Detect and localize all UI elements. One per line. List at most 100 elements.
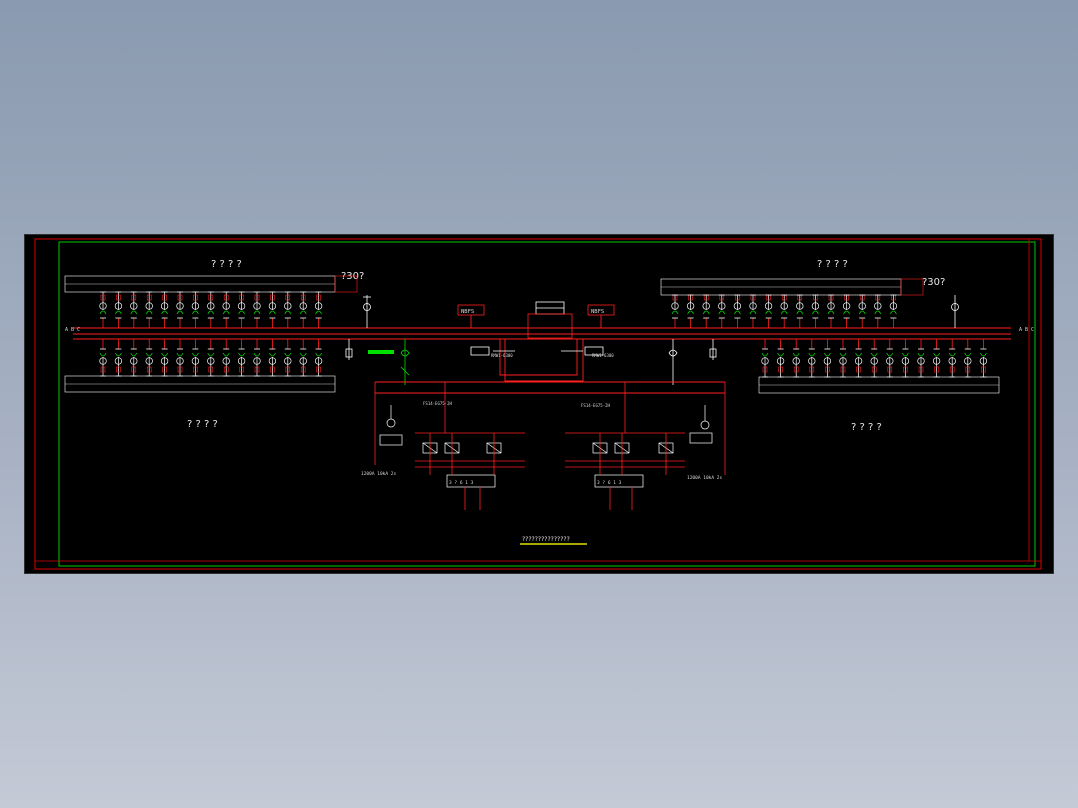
electrical-single-line-diagram: A B C A B C ? ? ? ? ?30? ? ? ? ? ? ? ? ?… (34, 238, 1042, 570)
feeder-unit (145, 291, 153, 328)
feeder-unit (932, 339, 941, 378)
feeder-unit (718, 294, 726, 328)
feeder-unit (842, 294, 851, 328)
feeder-unit (839, 339, 847, 378)
right-top-feeder-group (671, 294, 898, 328)
right-top-tag: ?30? (922, 277, 945, 288)
feeder-unit (114, 291, 123, 328)
feeder-unit (827, 294, 835, 328)
feeder-unit (176, 291, 184, 328)
feeder-unit (222, 291, 230, 328)
left-top-label-table (64, 275, 358, 293)
right-top-label-table (660, 278, 924, 296)
feeder-unit (780, 294, 788, 328)
feeder-unit (268, 339, 277, 377)
feeder-unit (776, 339, 785, 378)
feeder-unit (268, 291, 277, 328)
right-cable-label: FS14-EG75-2H (581, 403, 610, 408)
feeder-unit (176, 339, 184, 377)
left-top-title: ? ? ? ? (211, 259, 242, 270)
feeder-unit (145, 339, 153, 377)
feeder-unit (761, 339, 769, 378)
feeder-unit (253, 291, 261, 328)
feeder-unit (299, 291, 307, 328)
feeder-unit (874, 294, 882, 328)
nbfs-label-right: NBFS (591, 309, 604, 315)
feeder-unit (686, 294, 695, 328)
bus-label-right: A B C (1019, 327, 1034, 333)
right-lower-section: FS14-EG75-2H 3 ? 6 1 3 1200A 10kA 2s (444, 382, 726, 510)
feeder-unit (808, 339, 816, 378)
feeder-unit (671, 294, 679, 328)
outer-frame (34, 238, 1042, 570)
left-note: 1200A 10kA 2s (361, 471, 397, 477)
nbfs-label-left: NBFS (461, 309, 474, 315)
feeder-unit (99, 291, 107, 328)
feeder-unit (901, 339, 910, 378)
right-bottom-feeder-group (761, 339, 988, 378)
feeder-unit (160, 339, 169, 377)
feeder-unit (733, 294, 742, 328)
feeder-unit (702, 294, 710, 328)
feeder-unit (314, 291, 323, 328)
feeder-unit (237, 339, 246, 377)
main-busbars (73, 327, 1011, 340)
left-bottom-label-table (64, 375, 336, 393)
feeder-unit (191, 291, 200, 328)
feeder-unit (889, 294, 898, 328)
feeder-unit (792, 339, 800, 378)
right-breaker-label: RMW1-6300 (592, 353, 614, 358)
feeder-unit (796, 294, 804, 328)
right-bottom-title: ? ? ? ? (851, 422, 882, 433)
left-incomer (345, 295, 371, 360)
left-gen-label: 3 ? 6 1 3 (449, 480, 474, 486)
feeder-unit (160, 291, 169, 328)
left-bottom-feeder-group (99, 339, 323, 377)
feeder-unit (191, 339, 200, 377)
feeder-unit (253, 339, 261, 377)
left-breaker-label: RMW1-6300 (491, 353, 513, 358)
left-lower-section: FS14-EG75-2H 3 ? 6 1 3 1200A 10kA 2s (361, 382, 525, 510)
feeder-unit (314, 339, 323, 377)
feeder-unit (284, 339, 292, 377)
feeder-unit (207, 339, 215, 377)
feeder-unit (948, 339, 956, 378)
left-cable-label: FS14-EG75-2H (423, 401, 452, 406)
feeder-unit (854, 339, 863, 378)
center-controller (527, 301, 573, 339)
feeder-unit (870, 339, 878, 378)
left-tie-feeder (400, 339, 410, 385)
left-top-feeder-group (99, 291, 323, 328)
feeder-unit (99, 339, 107, 377)
right-gen-label: 3 ? 6 1 3 (597, 480, 622, 486)
feeder-unit (917, 339, 925, 378)
feeder-unit (858, 294, 866, 328)
drawing-title: ??????????????? (522, 536, 570, 543)
feeder-unit (114, 339, 123, 377)
feeder-unit (130, 339, 138, 377)
left-bottom-title: ? ? ? ? (187, 419, 218, 430)
feeder-unit (207, 291, 215, 328)
feeder-unit (749, 294, 757, 328)
drawing-frame (58, 241, 1036, 567)
feeder-unit (886, 339, 894, 378)
feeder-unit (299, 339, 307, 377)
feeder-unit (130, 291, 138, 328)
feeder-unit (823, 339, 832, 378)
feeder-unit (237, 291, 246, 328)
feeder-unit (964, 339, 972, 378)
left-highlight-bar (368, 350, 394, 354)
feeder-unit (764, 294, 773, 328)
right-top-title: ? ? ? ? (817, 259, 848, 270)
right-note: 1200A 10kA 2s (687, 475, 723, 481)
center-switchgear: NBFS NBFS RMW1-6300 (375, 301, 725, 394)
feeder-unit (811, 294, 820, 328)
bus-label-left: A B C (65, 327, 80, 333)
feeder-unit (222, 339, 230, 377)
right-incomer (668, 295, 959, 385)
cad-viewport[interactable]: A B C A B C ? ? ? ? ?30? ? ? ? ? ? ? ? ?… (25, 235, 1053, 573)
feeder-unit (979, 339, 988, 378)
left-top-tag: ?30? (341, 271, 364, 282)
right-bottom-label-table (758, 376, 1000, 394)
feeder-unit (284, 291, 292, 328)
